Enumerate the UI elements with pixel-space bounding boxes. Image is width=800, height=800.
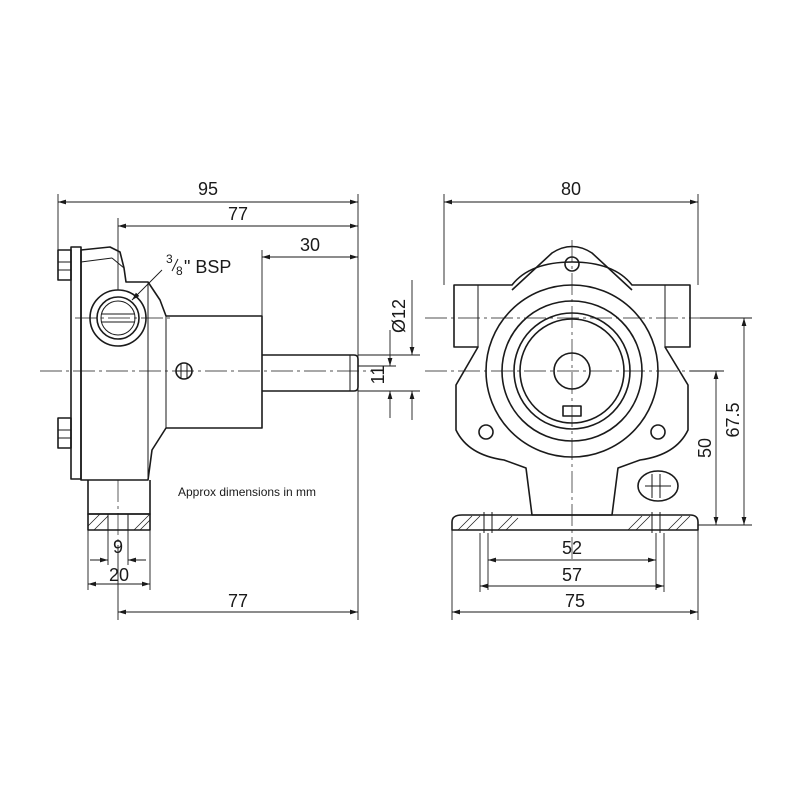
- shaft-end: [553, 352, 591, 390]
- front-view-dimensions: 80 52 57 75 50 67.5: [443, 179, 752, 620]
- pump-body: [80, 246, 263, 481]
- dim-label-77-bottom: 77: [228, 591, 248, 611]
- front-foot-hatching: [457, 515, 691, 531]
- top-flange-hole: [564, 256, 580, 272]
- side-foot-base: [87, 513, 151, 531]
- top-flange-lug: [511, 245, 633, 291]
- drive-shaft: [262, 354, 359, 392]
- port-size-unit: " BSP: [184, 257, 231, 277]
- left-flange-hole: [478, 424, 494, 440]
- dim-label-57: 57: [562, 565, 582, 585]
- bottom-bolt-head: [57, 417, 72, 449]
- side-view-dimensions: 95 77 30 3 8 " BSP Ø12 11 9 20: [57, 179, 420, 620]
- key-slot: [562, 405, 582, 417]
- side-view: [40, 246, 372, 545]
- front-grease-nipple: [637, 470, 679, 502]
- front-foot-base: [451, 514, 699, 531]
- dim-label-11: 11: [368, 366, 388, 385]
- cover-ring-2: [501, 300, 643, 442]
- dim-label-30: 30: [300, 235, 320, 255]
- dim-label-52: 52: [562, 538, 582, 558]
- port-inner-ring: [96, 296, 140, 340]
- dim-label-75: 75: [565, 591, 585, 611]
- units-note: Approx dimensions in mm: [178, 485, 316, 499]
- port-size-numerator: 3: [166, 252, 173, 266]
- back-plate: [70, 246, 82, 480]
- dim-label-20: 20: [109, 565, 129, 585]
- dim-label-95: 95: [198, 179, 218, 199]
- cover-ring-3: [513, 312, 631, 430]
- front-view: [425, 240, 750, 560]
- right-flange-hole: [650, 424, 666, 440]
- dim-label-dia12: Ø12: [389, 299, 409, 333]
- dim-label-80: 80: [561, 179, 581, 199]
- dim-label-50: 50: [695, 438, 715, 458]
- side-foot-hatching: [87, 513, 151, 531]
- side-foot: [87, 480, 151, 515]
- dim-label-77-top: 77: [228, 204, 248, 224]
- front-body-outline: [453, 261, 691, 516]
- cover-ring-4: [519, 318, 625, 424]
- port-size-denominator: 8: [176, 264, 183, 278]
- port-plug: [100, 300, 136, 336]
- dim-label-67-5: 67.5: [723, 402, 743, 437]
- top-bolt-head: [57, 249, 72, 281]
- cover-outer-ring: [485, 284, 659, 458]
- port-leader-line: [131, 269, 163, 301]
